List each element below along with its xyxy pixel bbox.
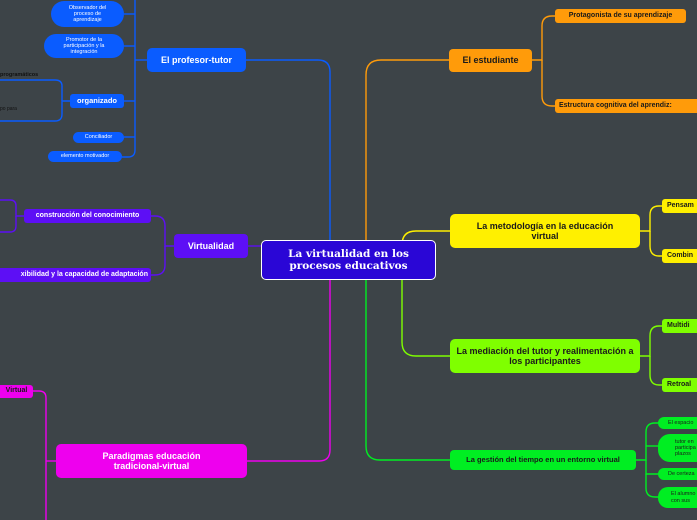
central-topic-label: La virtualidad en los procesos educativo… (288, 247, 409, 272)
promotor-label: Promotor de la participación y la integr… (63, 36, 105, 56)
construccion-node[interactable]: construcción del conocimiento (24, 209, 151, 223)
multidi-node[interactable]: Multidi (662, 319, 697, 333)
mediacion-connectors (401, 265, 662, 386)
conciliador-node[interactable]: Conciliador (73, 132, 124, 143)
flexibilidad-node[interactable]: xibilidad y la capacidad de adaptación (0, 268, 151, 282)
flexibilidad-label: xibilidad y la capacidad de adaptación (20, 270, 148, 278)
virtual-node[interactable]: Virtual (0, 385, 33, 398)
tutor-node[interactable]: tutor en participa plazos (658, 434, 697, 462)
estructura-node[interactable]: Estructura cognitiva del aprendiz: (555, 99, 697, 113)
espacio-label: El espacio (668, 419, 694, 426)
paradigmas-label: Paradigmas educación tradicional-virtual (102, 450, 201, 471)
protagonista-node[interactable]: Protagonista de su aprendizaje (555, 9, 686, 23)
central-topic[interactable]: La virtualidad en los procesos educativo… (261, 240, 436, 280)
virtualidad-node[interactable]: Virtualidad (174, 234, 248, 258)
profesor-tutor-node[interactable]: El profesor-tutor (147, 48, 246, 72)
estudiante-node[interactable]: El estudiante (449, 49, 532, 72)
estudiante-label: El estudiante (462, 55, 519, 66)
combin-node[interactable]: Combin (662, 249, 697, 263)
gestion-label: La gestión del tiempo en un entorno virt… (466, 454, 620, 464)
organizado-label: organizado (76, 95, 117, 105)
profesor-tutor-label: El profesor-tutor (161, 54, 232, 65)
paradigmas-connectors (33, 280, 331, 520)
espacio-node[interactable]: El espacio (658, 417, 697, 429)
protagonista-label: Protagonista de su aprendizaje (568, 11, 673, 19)
combin-label: Combin (667, 251, 694, 259)
virtualidad-connectors (0, 199, 262, 276)
tutor-label: tutor en participa plazos (675, 438, 696, 458)
po-para-partial-label: po para (0, 106, 17, 112)
pensam-label: Pensam (667, 201, 694, 209)
promotor-node[interactable]: Promotor de la participación y la integr… (44, 34, 124, 58)
profesor-tutor-connectors (0, 0, 331, 249)
certeza-node[interactable]: De certeza (658, 468, 697, 480)
conciliador-label: Conciliador (84, 134, 113, 141)
observador-node[interactable]: Observador del proceso de aprendizaje (51, 1, 124, 27)
metodologia-node[interactable]: La metodología en la educación virtual (450, 214, 640, 248)
alumno-node[interactable]: El alumno con sus (658, 487, 697, 508)
programaticos-partial-label: programáticos (0, 72, 39, 78)
pensam-node[interactable]: Pensam (662, 199, 697, 213)
gestion-connectors (365, 280, 658, 498)
alumno-label: El alumno con sus (671, 491, 696, 504)
retroal-node[interactable]: Retroal (662, 378, 697, 392)
virtual-label: Virtual (5, 387, 28, 395)
virtualidad-label: Virtualidad (187, 240, 235, 251)
gestion-node[interactable]: La gestión del tiempo en un entorno virt… (450, 450, 636, 470)
paradigmas-node[interactable]: Paradigmas educación tradicional-virtual (56, 444, 247, 478)
construccion-label: construcción del conocimiento (35, 211, 140, 219)
retroal-label: Retroal (667, 380, 692, 388)
estudiante-connectors (365, 15, 555, 250)
observador-label: Observador del proceso de aprendizaje (68, 4, 107, 24)
mediacion-node[interactable]: La mediación del tutor y realimentación … (450, 339, 640, 373)
motivador-label: elemento motivador (60, 153, 110, 160)
certeza-label: De certeza (668, 470, 695, 477)
multidi-label: Multidi (667, 321, 690, 329)
metodologia-label: La metodología en la educación virtual (476, 220, 614, 241)
motivador-node[interactable]: elemento motivador (48, 151, 122, 162)
estructura-label: Estructura cognitiva del aprendiz: (559, 101, 672, 109)
organizado-node[interactable]: organizado (70, 94, 124, 108)
mediacion-label: La mediación del tutor y realimentación … (456, 345, 634, 366)
